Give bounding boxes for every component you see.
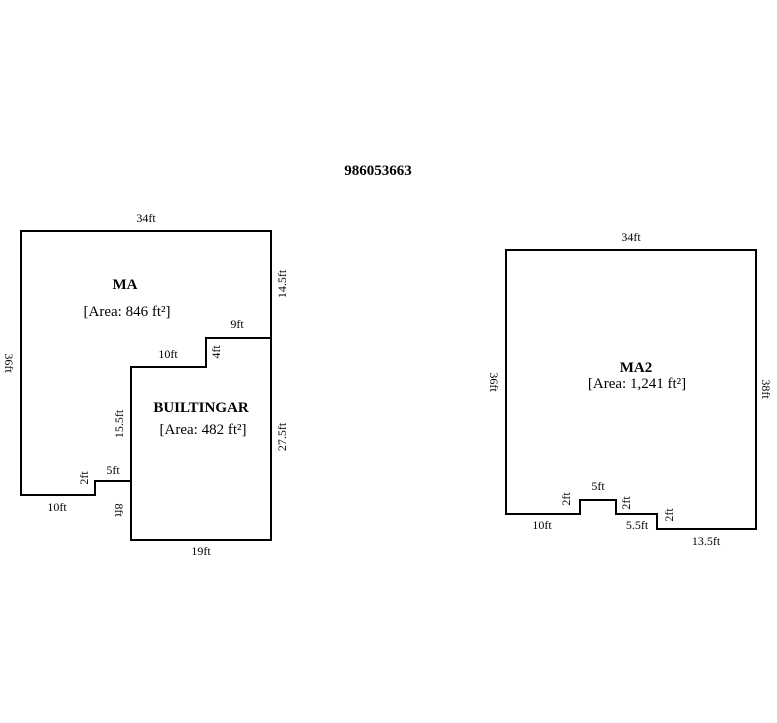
- room-area-ma2: [Area: 1,241 ft²]: [588, 376, 686, 392]
- dim-left-bottom-left: 10ft: [47, 500, 67, 514]
- dim-left-step-top: 9ft: [230, 317, 244, 331]
- dim-left-gar-right: 27.5ft: [275, 422, 289, 451]
- room-name-builtingar: BUILTINGAR: [153, 400, 248, 416]
- dim-left-left: 36ft: [2, 353, 16, 373]
- ma-outline: [20, 230, 272, 496]
- dim-right-notch-right-vert: 2ft: [619, 496, 633, 510]
- dim-left-step-vert: 4ft: [209, 345, 223, 359]
- ma2-outline: [505, 249, 757, 530]
- dim-right-bottom-left: 10ft: [532, 518, 552, 532]
- dim-right-notch-left-vert: 2ft: [559, 492, 573, 506]
- dim-right-bottom-right: 13.5ft: [692, 534, 721, 548]
- dim-right-notch-top: 5ft: [591, 479, 605, 493]
- right-plan: MA2 [Area: 1,241 ft²] 34ft 36ft 38ft 5ft…: [487, 230, 773, 548]
- room-area-ma: [Area: 846 ft²]: [84, 304, 171, 320]
- dim-left-gar-bottom: 19ft: [191, 544, 211, 558]
- dim-right-top: 34ft: [621, 230, 641, 244]
- dim-left-gar-bottom-left: 8ft: [112, 503, 126, 517]
- dim-left-notch-vert: 2ft: [77, 471, 91, 485]
- dim-right-step-vert: 2ft: [662, 508, 676, 522]
- room-name-ma2: MA2: [620, 360, 653, 376]
- room-name-ma: MA: [113, 277, 138, 293]
- dim-left-right-upper: 14.5ft: [275, 269, 289, 298]
- room-area-builtingar: [Area: 482 ft²]: [160, 422, 247, 438]
- dim-left-gar-left: 15.5ft: [112, 409, 126, 438]
- builtingar-outline: [130, 337, 272, 541]
- dim-left-top: 34ft: [136, 211, 156, 225]
- dim-left-gar-top: 10ft: [158, 347, 178, 361]
- dim-left-notch-top: 5ft: [106, 463, 120, 477]
- left-plan: MA [Area: 846 ft²] BUILTINGAR [Area: 482…: [2, 211, 289, 558]
- dim-right-step-bottom: 5.5ft: [626, 518, 649, 532]
- plan-title: 986053663: [344, 163, 412, 179]
- dim-right-right: 38ft: [759, 379, 773, 399]
- dim-right-left: 36ft: [487, 372, 501, 392]
